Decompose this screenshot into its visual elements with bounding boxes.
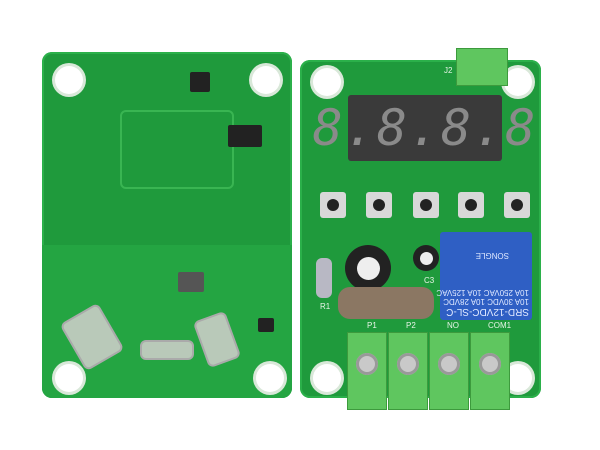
mounting-hole — [313, 364, 341, 392]
ic-chip — [228, 125, 262, 147]
display-digits: 8.8.8.8 — [312, 99, 538, 157]
mounting-hole — [55, 364, 83, 392]
relay-rating-ac: 10A 250VAC 10A 125VAC — [436, 288, 529, 297]
relay-rating-dc: 10A 30VDC 10A 28VDC — [443, 297, 529, 306]
label-com1: COM1 — [488, 321, 512, 330]
ic-chip — [258, 318, 274, 332]
mounting-hole — [504, 68, 532, 96]
label-p1: P1 — [367, 321, 377, 330]
mounting-hole — [252, 66, 280, 94]
relay: SRD-12VDC-SL-C 10A 30VDC 10A 28VDC 10A 2… — [436, 232, 532, 320]
screw-terminal-com1 — [470, 332, 510, 410]
screw-terminal-no — [429, 332, 469, 410]
mounting-hole — [256, 364, 284, 392]
push-button-1[interactable] — [320, 192, 346, 218]
label-j2: J2 — [444, 66, 453, 75]
ic-chip — [190, 72, 210, 92]
mounting-hole — [313, 68, 341, 96]
push-button-4[interactable] — [458, 192, 484, 218]
label-p2: P2 — [406, 321, 416, 330]
resistor — [316, 258, 332, 298]
label-c3: C3 — [424, 276, 435, 285]
relay-model: SRD-12VDC-SL-C — [446, 306, 529, 317]
screw-terminal-p1 — [347, 332, 387, 410]
solder-pad — [140, 340, 194, 360]
label-r1: R1 — [320, 302, 331, 311]
push-button-5[interactable] — [504, 192, 530, 218]
electrolytic-capacitor — [345, 245, 391, 291]
mounting-hole — [55, 66, 83, 94]
push-button-2[interactable] — [366, 192, 392, 218]
screw-terminal-p2 — [388, 332, 428, 410]
label-no: NO — [447, 321, 459, 330]
ic-chip — [178, 272, 204, 292]
relay-brand: SONGLE — [475, 251, 509, 260]
inductor — [338, 287, 434, 319]
pcb-trace — [120, 110, 234, 189]
seven-segment-display: 8.8.8.8 — [313, 95, 535, 161]
push-button-3[interactable] — [413, 192, 439, 218]
electrolytic-capacitor — [413, 245, 439, 271]
power-terminal-block — [456, 48, 508, 86]
